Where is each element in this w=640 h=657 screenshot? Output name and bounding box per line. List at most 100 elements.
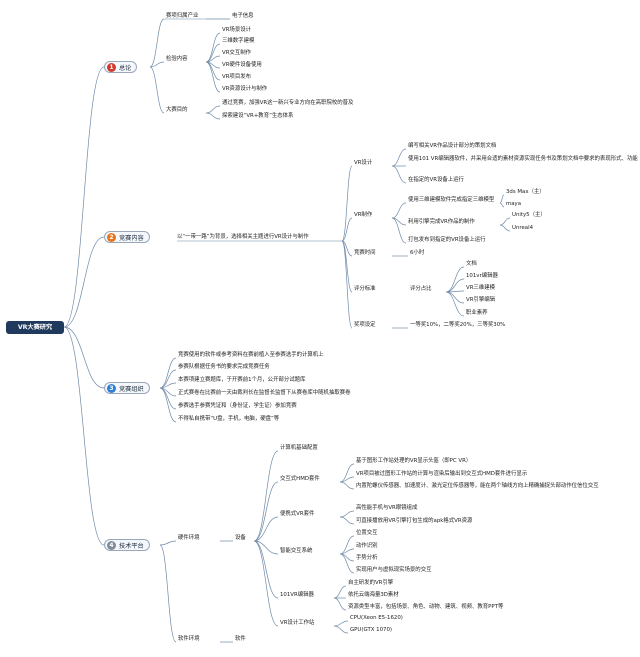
s1-item: VR交互制作	[222, 50, 251, 56]
connector-line	[341, 217, 353, 242]
section-1-label: 总论	[119, 64, 132, 72]
connector-line	[149, 61, 165, 68]
s2-tool: 3ds Max（主）	[506, 189, 545, 195]
connector-line	[391, 165, 407, 184]
s4-device: 智能交互系统	[280, 548, 313, 554]
number-badge-1: 1	[107, 62, 116, 72]
connector-line	[341, 240, 353, 257]
s4-device-item: GPU(GTX 1070)	[350, 627, 392, 633]
connector-line	[253, 516, 279, 542]
connector-line	[63, 236, 105, 328]
connector-line	[499, 194, 505, 204]
s2-score-item: VR三维建模	[466, 285, 495, 291]
s1-group-industry: 赛项归属产业	[166, 13, 199, 19]
s4-device: VR设计工作站	[280, 620, 315, 626]
connector-line	[205, 43, 221, 63]
connector-line	[159, 357, 177, 389]
s2-time-label: 竞赛时间	[354, 250, 376, 256]
s4-device-item: 可直接播放用VR引擎打包生成的apk格式VR资源	[356, 518, 473, 524]
s2-score-item: 职业素养	[466, 310, 488, 316]
connector-line	[499, 224, 511, 232]
connector-line	[339, 510, 355, 518]
connector-line	[339, 463, 355, 483]
number-badge-2: 2	[107, 232, 116, 242]
s2-engine-task: 利用引擎完成VR作品的制作	[408, 219, 475, 225]
s2-award-value: 一等奖10%，二等奖20%，三等奖30%	[410, 322, 506, 328]
connector-line	[205, 105, 221, 114]
s2-score-sub: 评分占比	[410, 286, 432, 292]
s1-item: 三维数字建模	[222, 38, 255, 44]
connector-line	[159, 540, 177, 546]
s2-description: 以“一带一路”为背景，选择相关主题进行VR设计与制作	[177, 234, 309, 240]
s1-item: VR资源设计与制作	[222, 86, 268, 92]
s4-device-item: 手势分析	[356, 555, 378, 561]
s4-device-item: CPU(Xeon E5-1620)	[350, 615, 403, 621]
connector-line	[341, 240, 353, 329]
section-3-label: 竞赛组织	[119, 385, 144, 393]
connector-line	[205, 61, 221, 93]
connector-line	[445, 266, 465, 293]
s2-tool: Unity5（主）	[512, 212, 546, 218]
s1-item: 电子信息	[232, 13, 254, 19]
s2-item: 使用101 VR编辑器软件，并采用合适的素材资源实现任务书及策划文档中要求的表现…	[408, 156, 638, 162]
connector-line	[205, 112, 221, 120]
connector-line	[341, 165, 353, 242]
connector-line	[333, 597, 347, 611]
s2-award-label: 奖项设定	[354, 322, 376, 328]
s2-score-label: 评分标准	[354, 286, 376, 292]
connector-line	[391, 202, 407, 219]
connector-line	[159, 544, 177, 643]
connector-line	[339, 553, 355, 574]
connector-line	[339, 535, 355, 555]
section-4-label: 技术平台	[119, 542, 144, 550]
s1-item: 通过竞赛，加强VR这一新兴专业方向在高职院校的普及	[222, 100, 354, 106]
s4-hardware-label: 硬件环境	[178, 535, 200, 541]
connector-line	[253, 540, 279, 599]
connector-line	[391, 148, 407, 167]
connector-line	[253, 481, 279, 542]
connector-line	[149, 18, 165, 68]
s1-item: VR项目发布	[222, 74, 251, 80]
s2-tool: maya	[506, 201, 522, 207]
s4-device-item: 实现用户与虚拟现实场景的交互	[356, 567, 432, 573]
connector-line	[63, 66, 105, 328]
root-node[interactable]: VR大赛研究	[6, 321, 64, 334]
section-3-node[interactable]: 3 竞赛组织	[104, 382, 150, 394]
s4-device-item: 位置交互	[356, 530, 378, 536]
connector-line	[205, 32, 221, 63]
s4-device-item: 动作识别	[356, 543, 378, 549]
s4-device: 计算机基础配置	[280, 445, 318, 451]
s4-device-label: 设备	[235, 535, 246, 541]
s4-software-label: 软件环境	[178, 636, 200, 642]
section-2-node[interactable]: 2 竞赛内容	[104, 231, 150, 243]
section-4-node[interactable]: 4 技术平台	[104, 539, 150, 551]
s2-vr-make: VR制作	[354, 212, 373, 218]
s3-item: 正式赛卷在比赛前一天由裁判长在监督长监督下从赛卷库中随机抽取赛卷	[178, 390, 351, 396]
s1-item: 探索建设“VR+教育”生态体系	[222, 113, 294, 119]
connector-line	[499, 217, 511, 226]
s3-item: 本赛项建立赛题库，于开赛前1个月，公开部分试题库	[178, 377, 306, 383]
s3-item: 参赛选手参赛凭证和（身份证，学生证）参加竞赛	[178, 403, 297, 409]
connector-line	[63, 326, 105, 546]
s1-item: VR场景设计	[222, 27, 251, 33]
s1-group-purpose: 大赛目的	[166, 107, 188, 113]
connector-line	[253, 450, 279, 542]
connector-line	[63, 326, 105, 389]
connector-line	[333, 625, 349, 634]
section-2-label: 竞赛内容	[119, 234, 144, 242]
connector-line	[159, 369, 177, 389]
s1-group-check: 检验内容	[166, 56, 188, 62]
connector-line	[445, 291, 465, 317]
connector-line	[253, 540, 279, 555]
s2-item: 在指定的VR设备上运行	[408, 177, 464, 183]
number-badge-3: 3	[107, 383, 116, 393]
s4-device-item: 内置陀螺仪传感器、加速度计、激光定位传感器等，能在两个轴线方向上精确捕捉头部动作…	[356, 483, 599, 489]
connector-line	[445, 291, 465, 304]
s3-item: 不得私自携带“U盘，手机，电脑，硬盘”等	[178, 416, 280, 422]
section-1-node[interactable]: 1 总论	[104, 61, 138, 73]
s2-score-item: 101vr编辑器	[466, 273, 498, 279]
connector-line	[445, 278, 465, 293]
connector-line	[339, 481, 355, 490]
connector-line	[391, 217, 407, 244]
